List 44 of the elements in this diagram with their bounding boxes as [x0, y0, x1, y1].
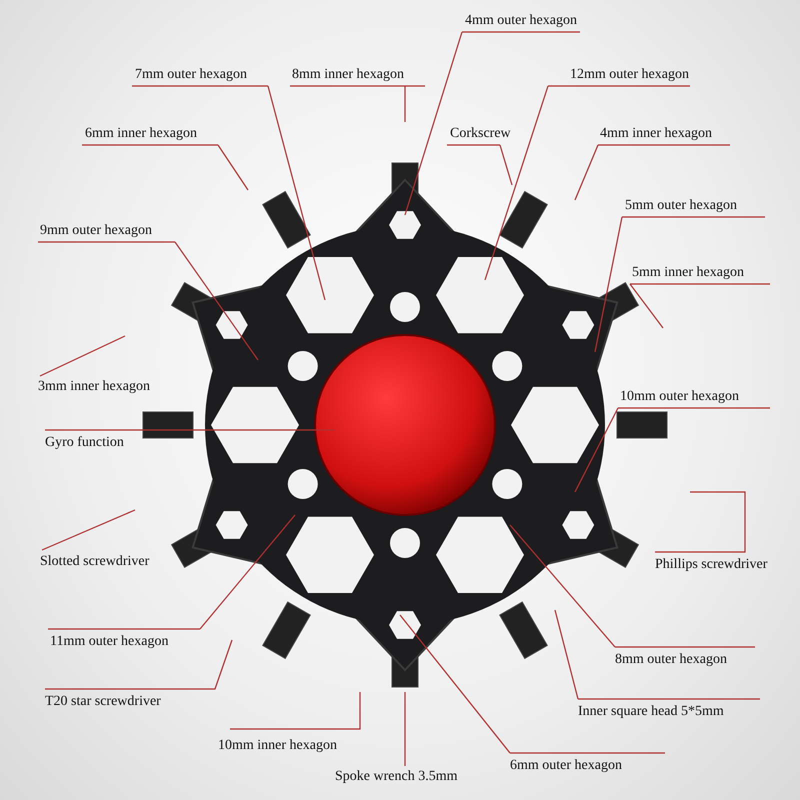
callout-label: 12mm outer hexagon	[570, 66, 689, 84]
callout-label: Corkscrew	[450, 125, 511, 143]
callout-label: 4mm inner hexagon	[600, 125, 712, 143]
leader-line	[574, 144, 731, 201]
leader-line	[554, 609, 761, 700]
leader-line	[484, 85, 691, 281]
callout-label: Spoke wrench 3.5mm	[335, 768, 458, 786]
callout-label: Inner square head 5*5mm	[578, 703, 724, 721]
callout-label: 11mm outer hexagon	[50, 633, 168, 651]
callout-label: 7mm outer hexagon	[135, 66, 247, 84]
leader-line	[655, 491, 746, 553]
callout-label: Gyro function	[45, 434, 124, 452]
leader-line	[40, 335, 126, 377]
callout-label: 6mm inner hexagon	[85, 125, 197, 143]
callout-label: 5mm inner hexagon	[632, 264, 744, 282]
callout-label: 8mm outer hexagon	[615, 651, 727, 669]
leader-line	[404, 31, 581, 216]
leader-line	[509, 524, 756, 648]
leader-line	[594, 216, 766, 353]
leader-line	[404, 692, 406, 766]
callout-label: Slotted screwdriver	[40, 553, 150, 571]
callout-label: T20 star screwdriver	[45, 693, 161, 711]
leader-line	[230, 692, 361, 730]
leader-line	[42, 509, 136, 551]
callout-label: 10mm inner hexagon	[218, 737, 337, 755]
callout-label: 6mm outer hexagon	[510, 757, 622, 775]
leader-line	[45, 429, 335, 431]
callout-label: 5mm outer hexagon	[625, 197, 737, 215]
callout-label: Phillips screwdriver	[655, 556, 768, 574]
callout-label: 10mm outer hexagon	[620, 388, 739, 406]
leader-line	[289, 85, 426, 123]
callout-label: 4mm outer hexagon	[465, 12, 577, 30]
callout-label: 9mm outer hexagon	[40, 222, 152, 240]
leader-line	[574, 407, 771, 493]
leader-line	[37, 241, 259, 361]
leader-line	[47, 514, 296, 630]
leader-line	[629, 283, 771, 329]
leader-line	[446, 144, 513, 186]
leader-line	[131, 85, 326, 301]
leader-line	[81, 144, 249, 191]
callout-label: 3mm inner hexagon	[38, 378, 150, 396]
leader-line	[45, 640, 233, 690]
leader-line	[399, 614, 666, 754]
callout-label: 8mm inner hexagon	[292, 66, 404, 84]
